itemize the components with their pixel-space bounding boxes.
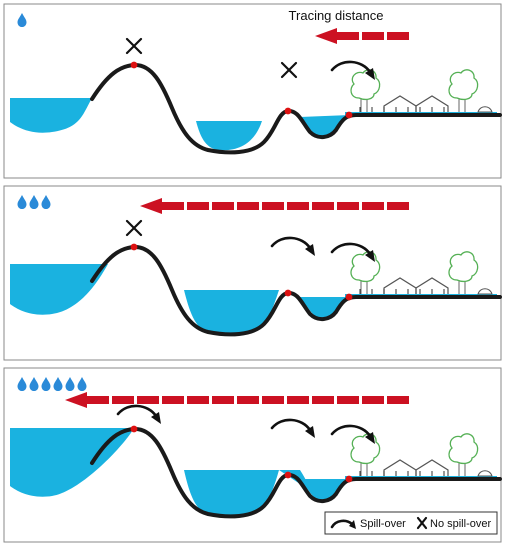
arrow-segment xyxy=(237,396,259,404)
spill-curve xyxy=(330,424,372,438)
arrow-segment xyxy=(137,396,159,404)
spill-arrow-head xyxy=(365,250,375,262)
arrow-segment xyxy=(287,396,309,404)
spill-arrow-head xyxy=(305,244,315,256)
spill-curve xyxy=(270,236,312,250)
car-icon xyxy=(477,470,493,477)
spill-over-arrow-icon xyxy=(270,236,315,256)
ridge-point xyxy=(284,289,292,297)
arrow-segment xyxy=(312,202,334,210)
arrow-segment xyxy=(112,396,134,404)
ridge-point xyxy=(130,425,138,433)
arrow-segment xyxy=(337,396,359,404)
legend-spill-over-icon xyxy=(330,519,354,529)
panel-3 xyxy=(3,367,502,543)
lake-left xyxy=(10,98,92,133)
legend-spill-over-label: Spill-over xyxy=(360,518,406,530)
arrow-head xyxy=(65,392,87,408)
ridge-point xyxy=(345,111,353,119)
spill-arrow-head xyxy=(365,432,375,444)
spill-over-arrow-icon xyxy=(330,424,375,444)
spill-arrow-head xyxy=(365,68,375,80)
no-spill-over-x-icon xyxy=(280,61,298,79)
arrow-segment xyxy=(287,202,309,210)
car-icon xyxy=(477,288,493,295)
spill-curve xyxy=(116,404,158,418)
arrow-segment xyxy=(362,396,384,404)
ridge-point xyxy=(345,293,353,301)
arrow-segment xyxy=(212,396,234,404)
panel-2 xyxy=(3,185,502,361)
panel-border xyxy=(3,3,502,179)
no-spill-over-x-icon xyxy=(125,37,143,55)
lake-small xyxy=(300,297,350,321)
terrain-profile xyxy=(90,63,502,155)
arrow-segment xyxy=(262,396,284,404)
ridge-point xyxy=(130,61,138,69)
arrow-segment xyxy=(362,202,384,210)
ridge-point xyxy=(284,471,292,479)
arrow-segment xyxy=(262,202,284,210)
arrow-segment xyxy=(212,202,234,210)
legend-no-spill-over-label: No spill-over xyxy=(430,518,491,530)
spill-curve xyxy=(330,242,372,256)
legend: Spill-over No spill-over xyxy=(324,511,498,535)
legend-no-spill-over-icon xyxy=(416,516,428,530)
ridge-point xyxy=(345,475,353,483)
lake-small xyxy=(300,479,350,503)
lake-middle xyxy=(196,121,262,151)
x-stroke xyxy=(125,219,143,237)
ridge-point xyxy=(130,243,138,251)
legend-box xyxy=(324,511,498,535)
arrow-segment xyxy=(387,202,409,210)
spill-arrow-head xyxy=(305,426,315,438)
arrow-segment xyxy=(387,32,409,40)
spill-over-arrow-icon xyxy=(116,404,161,424)
lake-small xyxy=(300,115,350,139)
arrow-segment xyxy=(237,202,259,210)
ridge-point xyxy=(284,107,292,115)
no-spill-over-x-icon xyxy=(125,219,143,237)
tracing-distance-label: Tracing distance xyxy=(289,8,384,23)
terrain-profile xyxy=(90,427,502,519)
car-icon xyxy=(477,106,493,113)
arrow-head xyxy=(315,28,337,44)
arrow-segment xyxy=(387,396,409,404)
arrow-segment xyxy=(337,202,359,210)
terrain-profile xyxy=(90,245,502,337)
spill-curve xyxy=(270,418,312,432)
legend-spill-over-icon-head xyxy=(349,520,356,529)
x-stroke xyxy=(280,61,298,79)
x-stroke xyxy=(125,37,143,55)
tracing-arrow xyxy=(140,198,409,214)
arrow-segment xyxy=(162,396,184,404)
lake-middle xyxy=(184,470,279,517)
spill-over-arrow-icon xyxy=(330,60,375,80)
arrow-segment xyxy=(362,32,384,40)
lake-left xyxy=(10,264,108,315)
arrow-segment xyxy=(162,202,184,210)
tracing-arrow xyxy=(315,28,409,44)
tracing-arrow xyxy=(65,392,409,408)
lake-middle xyxy=(184,290,279,335)
arrow-segment xyxy=(312,396,334,404)
spill-over-arrow-icon xyxy=(270,418,315,438)
arrow-segment xyxy=(337,32,359,40)
arrow-segment xyxy=(187,396,209,404)
arrow-segment xyxy=(187,202,209,210)
panel-1: Tracing distance xyxy=(3,3,502,179)
arrow-segment xyxy=(87,396,109,404)
spill-arrow-head xyxy=(151,412,161,424)
spill-over-arrow-icon xyxy=(330,242,375,262)
arrow-head xyxy=(140,198,162,214)
panels-layer: Tracing distance xyxy=(3,3,502,543)
spill-curve xyxy=(330,60,372,74)
